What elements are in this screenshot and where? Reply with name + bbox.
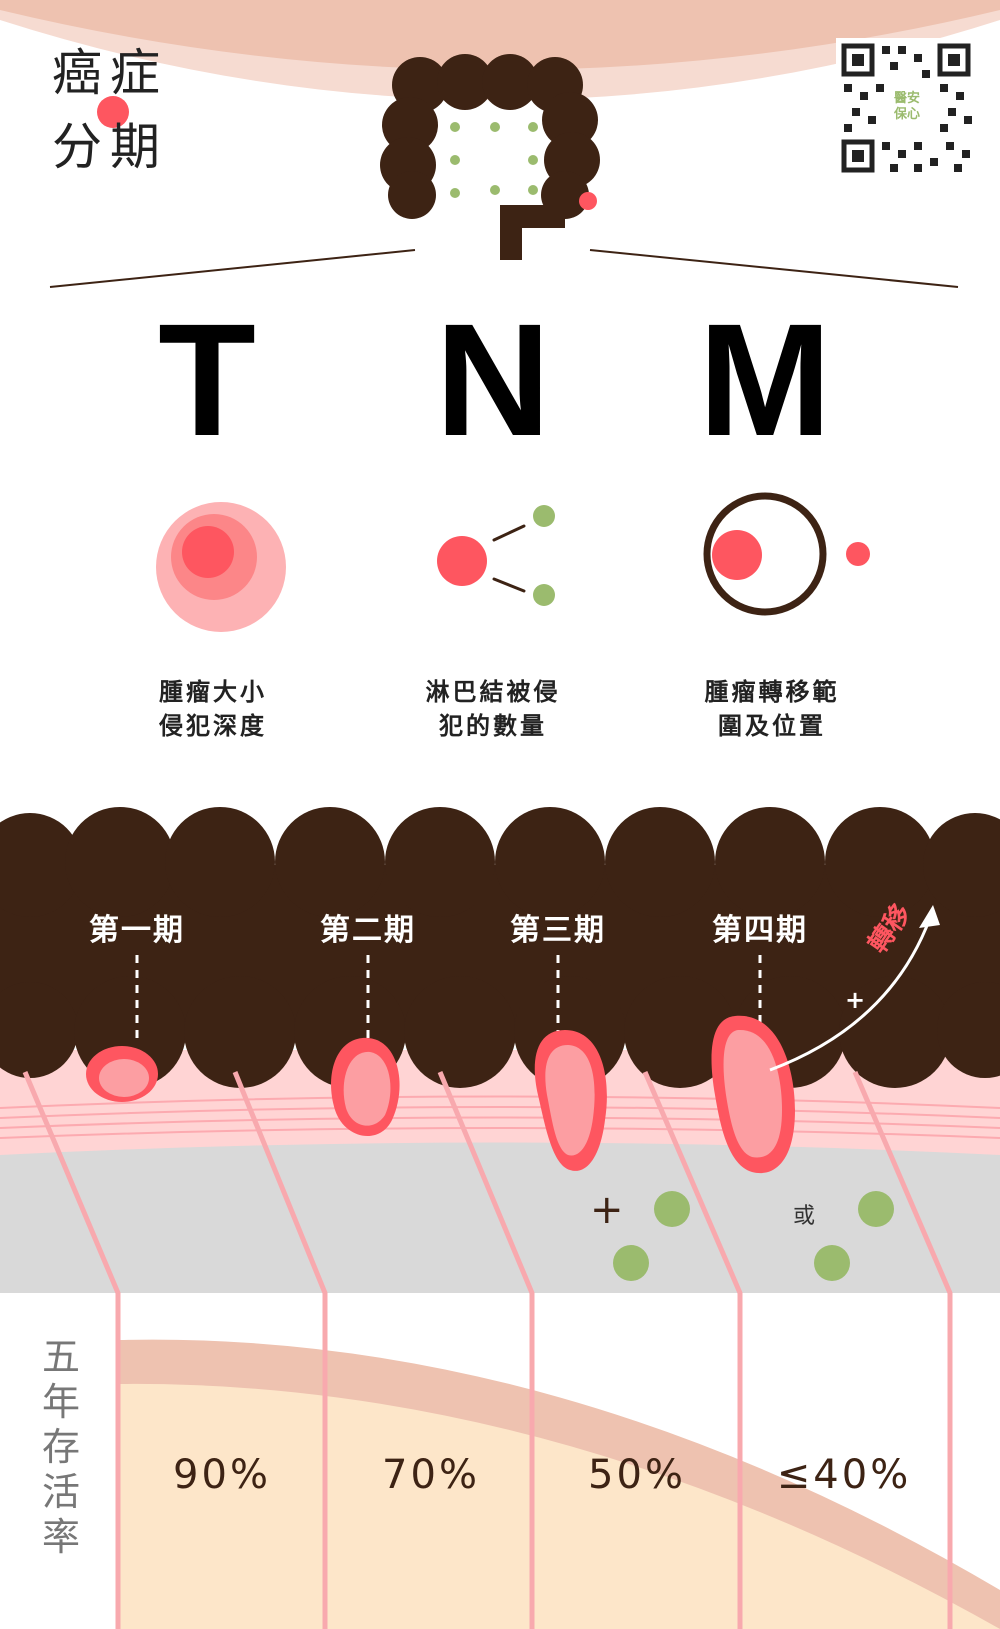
stage-dividers bbox=[22, 1071, 953, 1629]
tnm-desc-m-line-1: 腫瘤轉移範 bbox=[704, 678, 840, 706]
tnm-desc-t-line-1: 腫瘤大小 bbox=[159, 678, 267, 706]
survival-char-2: 年 bbox=[41, 1380, 80, 1424]
tnm-desc-m-line-2: 圍及位置 bbox=[718, 712, 826, 740]
tumor-stage-1 bbox=[86, 1046, 158, 1102]
survival-stage-2: 70% bbox=[382, 1452, 480, 1498]
tnm-desc-t-line-2: 侵犯深度 bbox=[159, 712, 267, 740]
tnm-desc-m: 腫瘤轉移範 圍及位置 bbox=[652, 675, 892, 743]
metastasis-icon bbox=[703, 492, 870, 616]
survival-stage-4: ≤40% bbox=[776, 1452, 912, 1498]
stage-label-4: 第四期 bbox=[712, 913, 808, 948]
stage-label-2: 第二期 bbox=[320, 913, 416, 948]
lymph-node-dots bbox=[613, 1191, 894, 1281]
tnm-desc-n-line-1: 淋巴結被侵 bbox=[425, 678, 561, 706]
tnm-letter-m: M bbox=[698, 290, 832, 469]
divider-left bbox=[49, 249, 416, 288]
lymph-node-icon bbox=[437, 505, 555, 606]
survival-char-4: 活 bbox=[41, 1470, 80, 1514]
survival-label: 五 年 存 活 率 bbox=[36, 1338, 86, 1556]
tnm-letter-t: T bbox=[158, 290, 256, 469]
tumor-size-icon bbox=[156, 502, 286, 632]
divider-right bbox=[589, 249, 959, 288]
survival-char-5: 率 bbox=[41, 1515, 80, 1559]
stage-label-1: 第一期 bbox=[89, 913, 185, 948]
tumor-stage-2 bbox=[331, 1037, 400, 1137]
survival-stage-3: 50% bbox=[588, 1452, 686, 1498]
title-line-2: 分期 bbox=[52, 118, 168, 176]
qr-code-icon[interactable] bbox=[836, 38, 976, 178]
tumor-stage-3 bbox=[534, 1030, 607, 1171]
title-dot-icon bbox=[97, 96, 129, 128]
qr-center-label: 醫安 保心 bbox=[886, 91, 928, 123]
tnm-desc-n-line-2: 犯的數量 bbox=[439, 712, 547, 740]
colon-icon bbox=[380, 54, 600, 260]
stage-label-3: 第三期 bbox=[510, 913, 606, 948]
survival-char-1: 五 bbox=[41, 1335, 80, 1379]
title-line-1: 癌症 bbox=[52, 44, 168, 102]
stage-connectors bbox=[135, 955, 762, 1045]
qr-label-line-2: 保心 bbox=[893, 107, 920, 122]
tnm-letter-n: N bbox=[435, 290, 551, 469]
tnm-desc-t: 腫瘤大小 侵犯深度 bbox=[93, 675, 333, 743]
top-arc-decoration bbox=[0, 0, 1000, 100]
lymph-plus: + bbox=[590, 1187, 624, 1233]
lymph-or: 或 bbox=[793, 1204, 816, 1229]
survival-stage-1: 90% bbox=[173, 1452, 271, 1498]
survival-char-3: 存 bbox=[41, 1425, 80, 1469]
arrow-icon bbox=[769, 905, 940, 1072]
tumor-stage-4 bbox=[711, 1015, 795, 1174]
metastasis-plus: + bbox=[845, 986, 866, 1014]
tnm-desc-n: 淋巴結被侵 犯的數量 bbox=[373, 675, 613, 743]
qr-label-line-1: 醫安 bbox=[893, 91, 920, 106]
survival-arc bbox=[120, 1339, 1000, 1629]
